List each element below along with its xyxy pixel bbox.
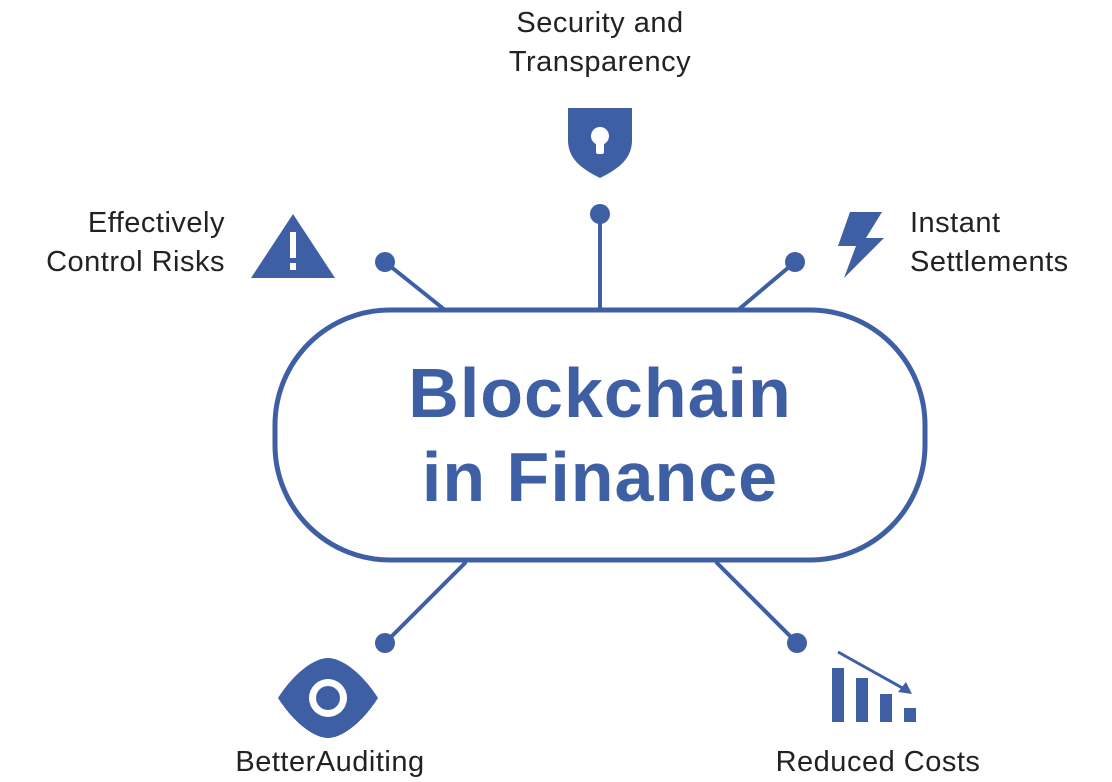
- label-security-line2: Transparency: [508, 46, 692, 78]
- warning-triangle-icon: [251, 214, 335, 278]
- label-auditing: BetterAuditing: [180, 743, 480, 782]
- center-title-line1: Blockchain: [408, 354, 792, 432]
- connector-risks: [383, 260, 447, 312]
- eye-icon: [278, 658, 378, 738]
- connector-dot-risks: [375, 252, 395, 272]
- shield-lock-icon: [568, 108, 632, 178]
- label-auditing-line1: BetterAuditing: [235, 746, 425, 778]
- center-title-line2: in Finance: [421, 438, 779, 516]
- center-box: [272, 307, 928, 563]
- label-security-line1: Security and: [516, 7, 684, 39]
- connector-costs: [715, 561, 799, 645]
- connector-dot-security: [590, 204, 610, 224]
- connector-dot-costs: [787, 633, 807, 653]
- label-settlements-line1: Instant: [910, 207, 1001, 239]
- connector-settlements: [736, 260, 797, 312]
- label-security: Security and Transparency: [460, 4, 740, 82]
- connector-auditing: [383, 561, 467, 645]
- label-settlements: Instant Settlements: [910, 204, 1110, 282]
- label-risks-line2: Control Risks: [46, 246, 225, 278]
- label-costs-line1: Reduced Costs: [775, 746, 981, 778]
- lightning-bolt-icon: [838, 212, 884, 278]
- connector-dot-auditing: [375, 633, 395, 653]
- center-title: Blockchain in Finance: [275, 310, 925, 560]
- label-costs: Reduced Costs: [728, 743, 1028, 782]
- label-risks-line1: Effectively: [87, 207, 225, 239]
- label-risks: Effectively Control Risks: [0, 204, 225, 282]
- label-settlements-line2: Settlements: [910, 246, 1069, 278]
- declining-bars-icon: [832, 650, 916, 722]
- connector-dot-settlements: [785, 252, 805, 272]
